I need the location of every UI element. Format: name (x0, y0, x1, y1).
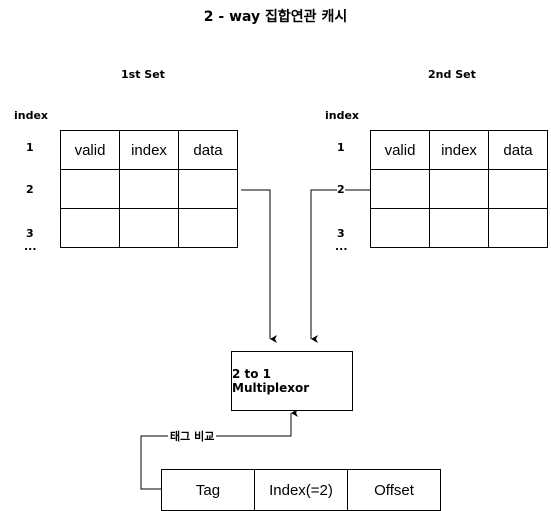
set2-row-label: 2 (337, 183, 345, 196)
set1-column-data: data (178, 130, 238, 170)
set1-row-label: 3 (26, 227, 34, 240)
set1-table: valid index data (60, 130, 238, 248)
table-cell (119, 208, 179, 248)
table-cell (60, 169, 120, 209)
set1-row-label: ... (24, 240, 37, 253)
diagram-title: 2 - way 집합연관 캐시 (203, 9, 348, 25)
set1-row-label: 1 (26, 141, 34, 154)
connector-tag-compare (140, 409, 298, 490)
table-row (370, 208, 548, 248)
table-cell (370, 169, 430, 209)
table-cell (370, 208, 430, 248)
address-field-tag: Tag (161, 469, 255, 511)
connector-set2-to-mux (310, 189, 371, 343)
set1-title: 1st Set (121, 68, 165, 81)
table-row (60, 208, 238, 248)
table-row (370, 169, 548, 209)
set2-table: valid index data (370, 130, 548, 248)
set1-row-label: 2 (26, 183, 34, 196)
table-cell (119, 169, 179, 209)
set1-column-valid: valid (60, 130, 120, 170)
table-cell (178, 208, 238, 248)
multiplexor-box: 2 to 1 Multiplexor (231, 351, 353, 411)
multiplexor-label: 2 to 1 Multiplexor (232, 367, 310, 395)
set2-column-data: data (488, 130, 548, 170)
address-fields-table: Tag Index(=2) Offset (161, 469, 441, 511)
set2-row-label: ... (335, 240, 348, 253)
tag-compare-label: 태그 비교 (168, 430, 217, 443)
table-row: valid index data (370, 130, 548, 170)
table-row (60, 169, 238, 209)
set2-column-valid: valid (370, 130, 430, 170)
set2-title: 2nd Set (428, 68, 476, 81)
address-field-offset: Offset (347, 469, 441, 511)
set2-column-index: index (429, 130, 489, 170)
table-cell (178, 169, 238, 209)
table-cell (429, 208, 489, 248)
table-cell (488, 208, 548, 248)
connector-set1-to-mux (241, 189, 277, 343)
table-row: Tag Index(=2) Offset (161, 469, 441, 511)
set2-index-header: index (325, 109, 360, 122)
table-row: valid index data (60, 130, 238, 170)
set1-index-header: index (14, 109, 49, 122)
set2-row-label: 3 (337, 227, 345, 240)
table-cell (429, 169, 489, 209)
set1-column-index: index (119, 130, 179, 170)
address-field-index: Index(=2) (254, 469, 348, 511)
table-cell (488, 169, 548, 209)
set2-row-label: 1 (337, 141, 345, 154)
table-cell (60, 208, 120, 248)
